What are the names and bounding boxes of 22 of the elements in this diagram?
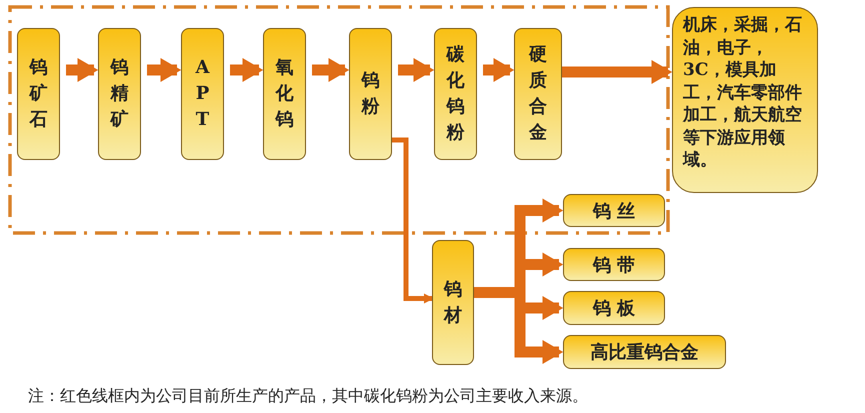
process-box: 钨 丝 <box>563 194 665 227</box>
caption: 注：红色线框内为公司目前所生产的产品，其中碳化钨粉为公司主要收入来源。 <box>28 386 588 407</box>
process-box: APT <box>181 28 224 160</box>
arrow <box>230 60 264 80</box>
arrow <box>392 138 434 304</box>
process-box: 碳化钨粉 <box>434 28 477 160</box>
arrow <box>483 60 514 80</box>
process-box: 钨粉 <box>349 28 392 160</box>
process-box: 钨 带 <box>563 248 665 281</box>
process-box: 钨 板 <box>563 291 665 325</box>
process-box: 钨材 <box>432 240 474 365</box>
process-box: 氧化钨 <box>263 28 306 160</box>
process-box: 钨精矿 <box>98 28 141 160</box>
arrow <box>398 60 434 80</box>
arrow <box>66 60 98 80</box>
arrow <box>312 60 350 80</box>
arrow <box>147 60 182 80</box>
process-box: 高比重钨合金 <box>563 335 726 369</box>
process-box: 钨矿石 <box>17 28 60 160</box>
application-box: 机床，采掘，石油，电子，3C，模具加工，汽车零部件加工，航天航空等下游应用领域。 <box>672 7 818 193</box>
arrow <box>562 62 672 82</box>
process-box: 硬质合金 <box>514 28 562 160</box>
